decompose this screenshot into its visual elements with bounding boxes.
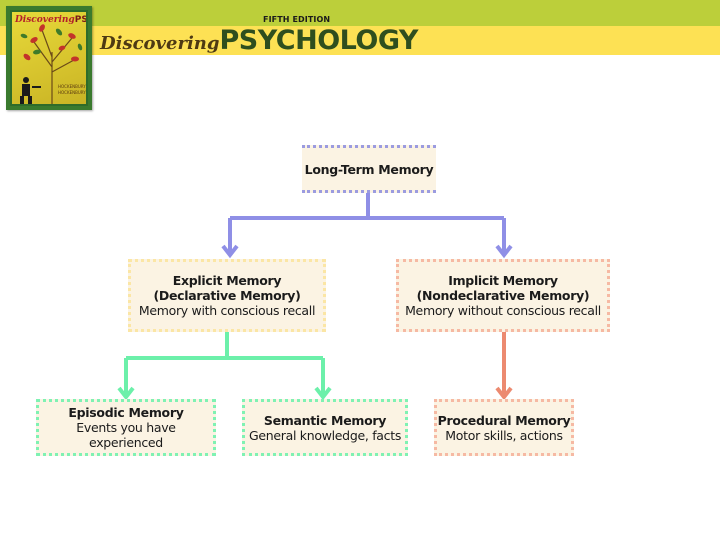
explicit-memory-description: Memory with conscious recall — [139, 303, 315, 318]
procedural-memory-title: Procedural Memory — [438, 413, 571, 428]
implicit-memory-description: Memory without conscious recall — [405, 303, 601, 318]
root-branch-connector — [223, 193, 511, 255]
implicit-memory-box: Implicit Memory (Nondeclarative Memory) … — [396, 259, 610, 332]
implicit-memory-alt-name: (Nondeclarative Memory) — [417, 288, 590, 303]
semantic-memory-description: General knowledge, facts — [249, 428, 401, 443]
explicit-memory-alt-name: (Declarative Memory) — [153, 288, 300, 303]
long-term-memory-title: Long-Term Memory — [305, 162, 434, 177]
episodic-memory-title: Episodic Memory — [68, 405, 183, 420]
explicit-memory-box: Explicit Memory (Declarative Memory) Mem… — [128, 259, 326, 332]
semantic-memory-title: Semantic Memory — [264, 413, 386, 428]
procedural-memory-box: Procedural Memory Motor skills, actions — [434, 399, 574, 456]
implicit-memory-title: Implicit Memory — [448, 273, 558, 288]
semantic-memory-box: Semantic Memory General knowledge, facts — [242, 399, 408, 456]
episodic-memory-description: Events you have experienced — [39, 420, 213, 450]
explicit-memory-title: Explicit Memory — [173, 273, 281, 288]
implicit-branch-connector — [497, 331, 511, 397]
long-term-memory-box: Long-Term Memory — [302, 145, 436, 193]
explicit-branch-connector — [119, 331, 330, 397]
procedural-memory-description: Motor skills, actions — [445, 428, 562, 443]
episodic-memory-box: Episodic Memory Events you have experien… — [36, 399, 216, 456]
